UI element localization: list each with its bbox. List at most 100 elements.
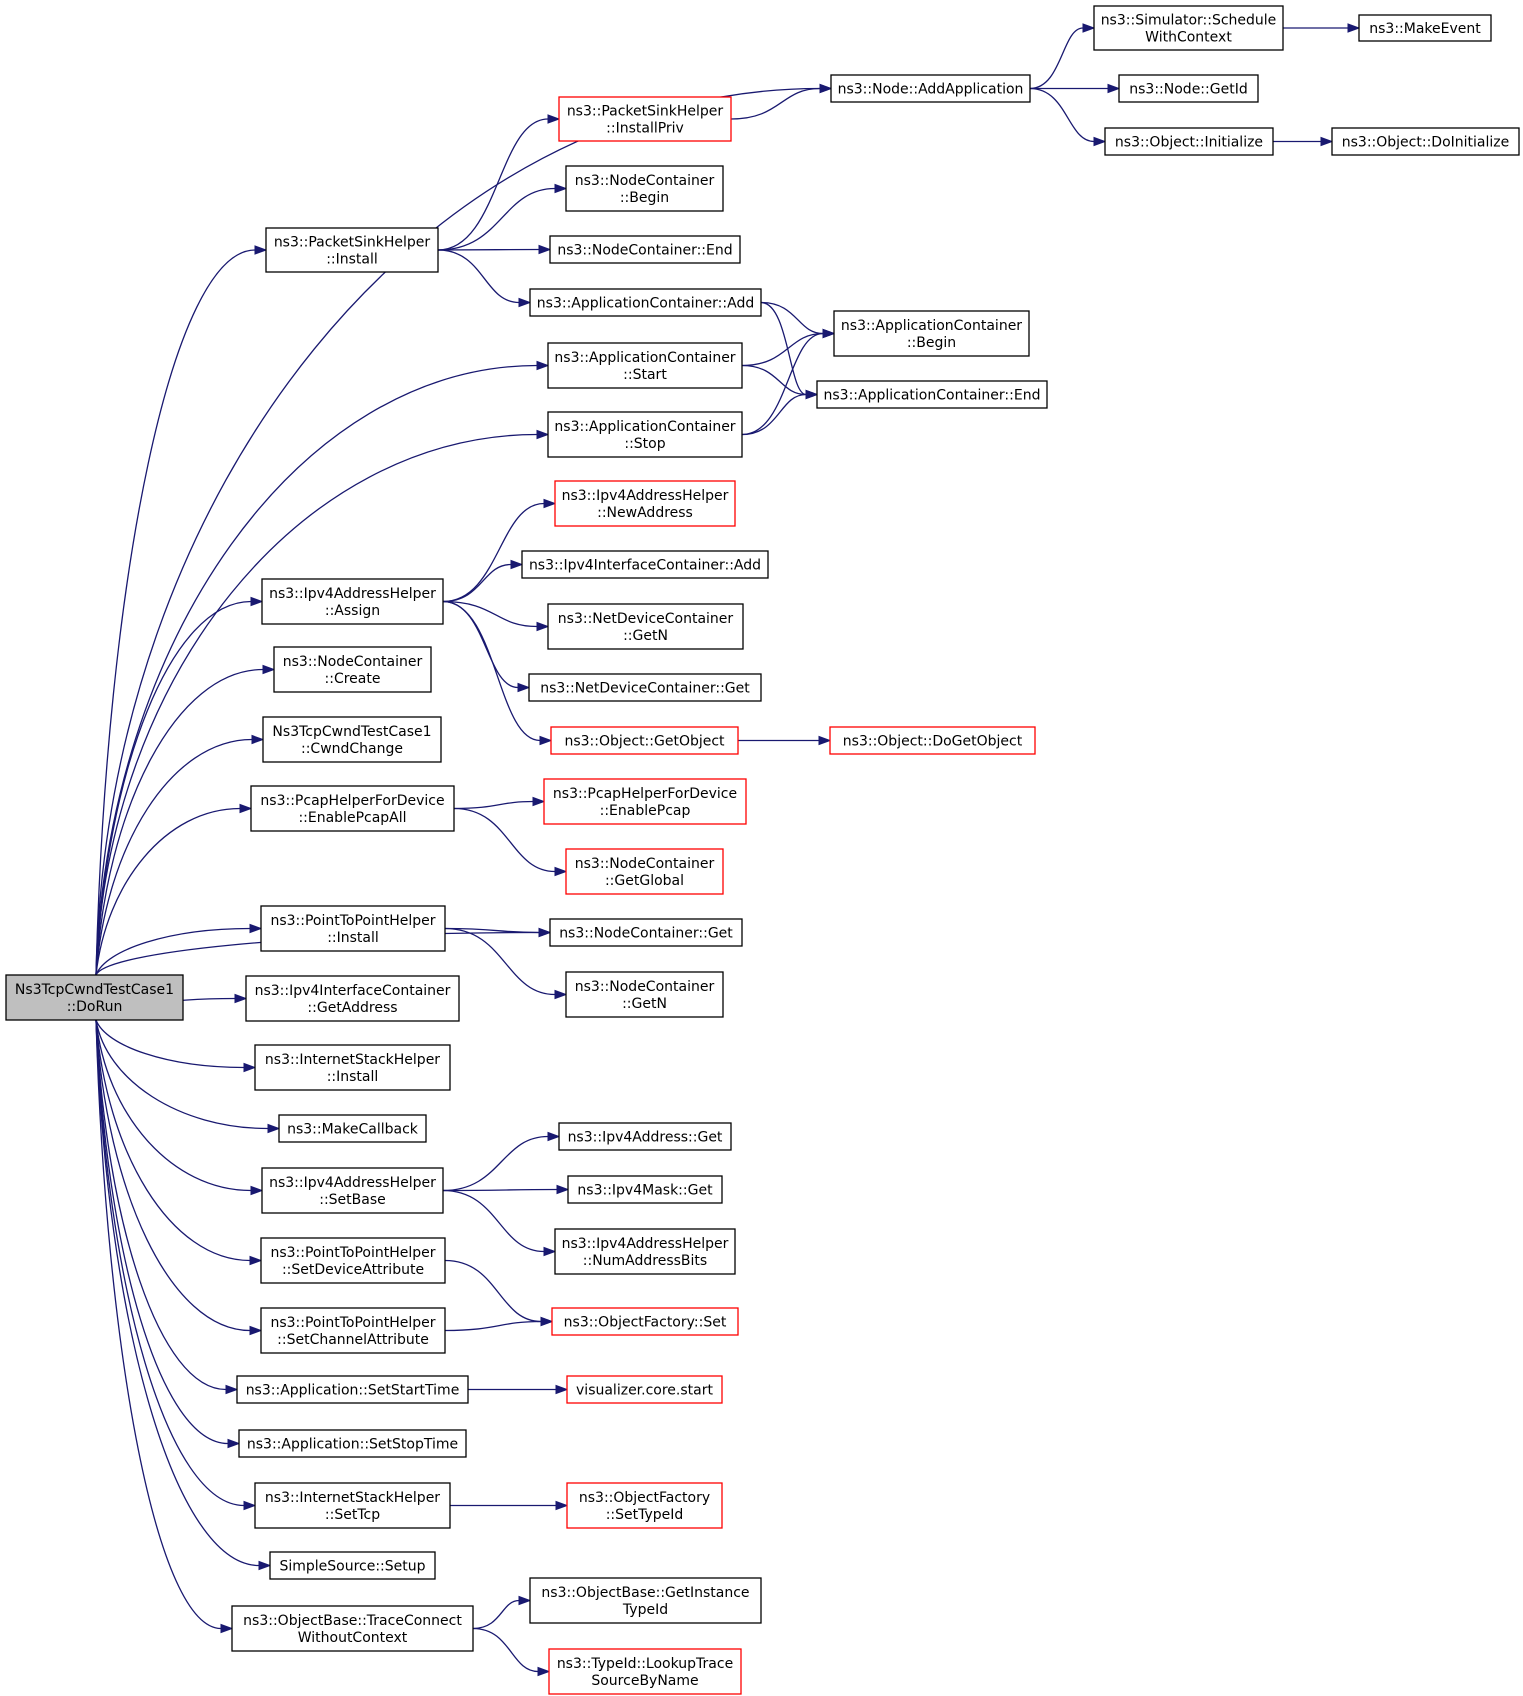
arrowhead <box>554 989 568 1000</box>
node-nc-begin[interactable]: ns3::NodeContainer::Begin <box>565 165 724 212</box>
node-ish-settcp[interactable]: ns3::InternetStackHelper::SetTcp <box>254 1482 451 1529</box>
node-label: ns3::Application::SetStartTime <box>246 1383 460 1399</box>
node-box <box>566 1482 723 1529</box>
node-box <box>547 342 743 389</box>
node-box <box>558 96 732 142</box>
node-box <box>554 480 736 527</box>
arrowhead <box>536 621 550 632</box>
node-ac-stop[interactable]: ns3::ApplicationContainer::Stop <box>547 411 743 458</box>
node-app-setstop[interactable]: ns3::Application::SetStopTime <box>238 1429 467 1458</box>
node-label: ns3::PcapHelperForDevice <box>260 793 444 809</box>
node-ipv4addr-get[interactable]: ns3::Ipv4Address::Get <box>558 1122 732 1151</box>
node-label: ::Create <box>325 671 381 687</box>
node-node-getid[interactable]: ns3::Node::GetId <box>1118 74 1259 103</box>
node-box <box>260 905 446 952</box>
node-ipv4mask-get[interactable]: ns3::Ipv4Mask::Get <box>567 1175 723 1204</box>
node-label: ::GetN <box>623 628 668 644</box>
node-label: ns3::ObjectFactory <box>579 1490 710 1506</box>
node-ish-install[interactable]: ns3::InternetStackHelper::Install <box>254 1044 451 1091</box>
node-simple-setup[interactable]: SimpleSource::Setup <box>269 1551 436 1580</box>
node-box <box>1358 14 1492 42</box>
arrowhead <box>1093 136 1107 147</box>
arrowhead <box>518 297 532 308</box>
node-label: ns3::Ipv4Address::Get <box>568 1130 723 1146</box>
edge-dorun-to-ish-settcp <box>95 1019 245 1507</box>
node-cwndchange[interactable]: Ns3TcpCwndTestCase1::CwndChange <box>262 716 442 763</box>
edge-dorun-to-ac-stop <box>95 433 538 976</box>
node-label: ns3::NodeContainer::Get <box>559 926 733 942</box>
node-box <box>547 603 744 650</box>
node-obj-init[interactable]: ns3::Object::Initialize <box>1104 127 1274 156</box>
node-ac-add[interactable]: ns3::ApplicationContainer::Add <box>529 288 762 317</box>
node-iah-newaddr[interactable]: ns3::Ipv4AddressHelper::NewAddress <box>554 480 736 527</box>
node-p2p-setdevattr[interactable]: ns3::PointToPointHelper::SetDeviceAttrib… <box>260 1237 446 1284</box>
node-of-settypeid[interactable]: ns3::ObjectFactory::SetTypeId <box>566 1482 723 1529</box>
node-ndc-get[interactable]: ns3::NetDeviceContainer::Get <box>528 673 762 702</box>
edge-dorun-to-nc-create <box>95 668 264 976</box>
node-label: ns3::NodeContainer <box>575 856 715 872</box>
node-iah-numaddrbits[interactable]: ns3::Ipv4AddressHelper::NumAddressBits <box>554 1228 736 1275</box>
node-label: ns3::NetDeviceContainer::Get <box>540 681 750 697</box>
node-app-setstart[interactable]: ns3::Application::SetStartTime <box>236 1375 469 1404</box>
node-psh-installpriv[interactable]: ns3::PacketSinkHelper::InstallPriv <box>558 96 732 142</box>
node-label: ns3::Ipv4AddressHelper <box>562 488 729 504</box>
node-label: ::DoRun <box>67 999 123 1015</box>
node-nc-end[interactable]: ns3::NodeContainer::End <box>549 235 741 264</box>
node-box <box>5 974 184 1021</box>
node-ac-end[interactable]: ns3::ApplicationContainer::End <box>816 380 1048 409</box>
node-make-event[interactable]: ns3::MakeEvent <box>1358 14 1492 42</box>
node-p2p-setchanattr[interactable]: ns3::PointToPointHelper::SetChannelAttri… <box>260 1307 446 1354</box>
node-iah-assign[interactable]: ns3::Ipv4AddressHelper::Assign <box>261 578 444 625</box>
edge-dorun-to-node-addapp <box>95 87 821 976</box>
arrowhead <box>805 389 819 400</box>
node-make-callback[interactable]: ns3::MakeCallback <box>278 1114 427 1143</box>
arrowhead <box>1320 136 1334 147</box>
node-ac-begin[interactable]: ns3::ApplicationContainer::Begin <box>833 310 1030 357</box>
arrowhead <box>556 1184 570 1195</box>
node-nc-getn[interactable]: ns3::NodeContainer::GetN <box>565 971 724 1018</box>
node-ac-start[interactable]: ns3::ApplicationContainer::Start <box>547 342 743 389</box>
node-label: ::GetAddress <box>307 1000 397 1016</box>
node-box <box>521 550 769 579</box>
node-box <box>1331 127 1520 156</box>
node-nc-getglobal[interactable]: ns3::NodeContainer::GetGlobal <box>565 848 724 895</box>
node-nc-create[interactable]: ns3::NodeContainer::Create <box>273 646 432 693</box>
node-label: ns3::ApplicationContainer <box>554 350 735 366</box>
edge-iah-assign-to-ndc-get <box>442 600 519 689</box>
node-box <box>816 380 1048 409</box>
node-obj-doinit[interactable]: ns3::Object::DoInitialize <box>1331 127 1520 156</box>
node-label: ns3::PointToPointHelper <box>270 913 435 929</box>
node-nc-get[interactable]: ns3::NodeContainer::Get <box>549 918 743 947</box>
node-obj-dogetobject[interactable]: ns3::Object::DoGetObject <box>829 726 1036 755</box>
node-box <box>261 578 444 625</box>
node-psh-install[interactable]: ns3::PacketSinkHelper::Install <box>265 227 439 273</box>
node-obj-getobject[interactable]: ns3::Object::GetObject <box>550 726 739 755</box>
node-ob-tracecon[interactable]: ns3::ObjectBase::TraceConnectWithoutCont… <box>231 1605 474 1652</box>
edge-iah-setbase-to-iah-numaddrbits <box>442 1189 545 1253</box>
node-of-set[interactable]: ns3::ObjectFactory::Set <box>551 1307 739 1336</box>
node-ndc-getn[interactable]: ns3::NetDeviceContainer::GetN <box>547 603 744 650</box>
node-dorun[interactable]: Ns3TcpCwndTestCase1::DoRun <box>5 974 184 1021</box>
node-phfd-enable[interactable]: ns3::PcapHelperForDevice::EnablePcap <box>543 778 747 825</box>
edge-ac-start-to-ac-end <box>741 364 807 396</box>
node-p2p-install[interactable]: ns3::PointToPointHelper::Install <box>260 905 446 952</box>
node-label: ns3::Object::Initialize <box>1115 135 1263 151</box>
arrowhead <box>536 360 550 371</box>
node-label: ::SetChannelAttribute <box>277 1332 429 1348</box>
node-label: ns3::NodeContainer <box>575 173 715 189</box>
edge-iah-setbase-to-ipv4addr-get <box>442 1135 549 1192</box>
edge-iah-assign-to-iic-add <box>442 563 512 603</box>
arrowhead <box>249 923 263 934</box>
node-box <box>529 288 762 317</box>
node-iah-setbase[interactable]: ns3::Ipv4AddressHelper::SetBase <box>261 1167 444 1214</box>
edge-p2p-install-to-nc-get <box>444 927 540 934</box>
node-node-addapp[interactable]: ns3::Node::AddApplication <box>830 74 1031 103</box>
node-label: TypeId <box>622 1602 668 1618</box>
node-phfd-enableall[interactable]: ns3::PcapHelperForDevice::EnablePcapAll <box>250 785 455 832</box>
node-viz-start[interactable]: visualizer.core.start <box>566 1375 723 1404</box>
node-iic-add[interactable]: ns3::Ipv4InterfaceContainer::Add <box>521 550 769 579</box>
node-iic-getaddr[interactable]: ns3::Ipv4InterfaceContainer::GetAddress <box>245 975 460 1022</box>
